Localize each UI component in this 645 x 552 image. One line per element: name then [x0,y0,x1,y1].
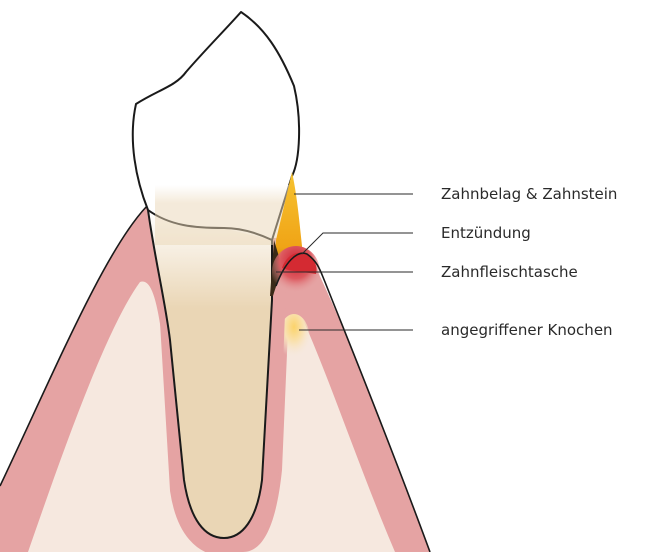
crown-root-blend [155,185,290,245]
label-inflammation: Entzündung [441,224,531,242]
label-bone: angegriffener Knochen [441,321,613,339]
label-pocket: Zahnfleischtasche [441,263,578,281]
label-plaque: Zahnbelag & Zahnstein [441,185,617,203]
leader-line-inflammation [302,233,413,254]
